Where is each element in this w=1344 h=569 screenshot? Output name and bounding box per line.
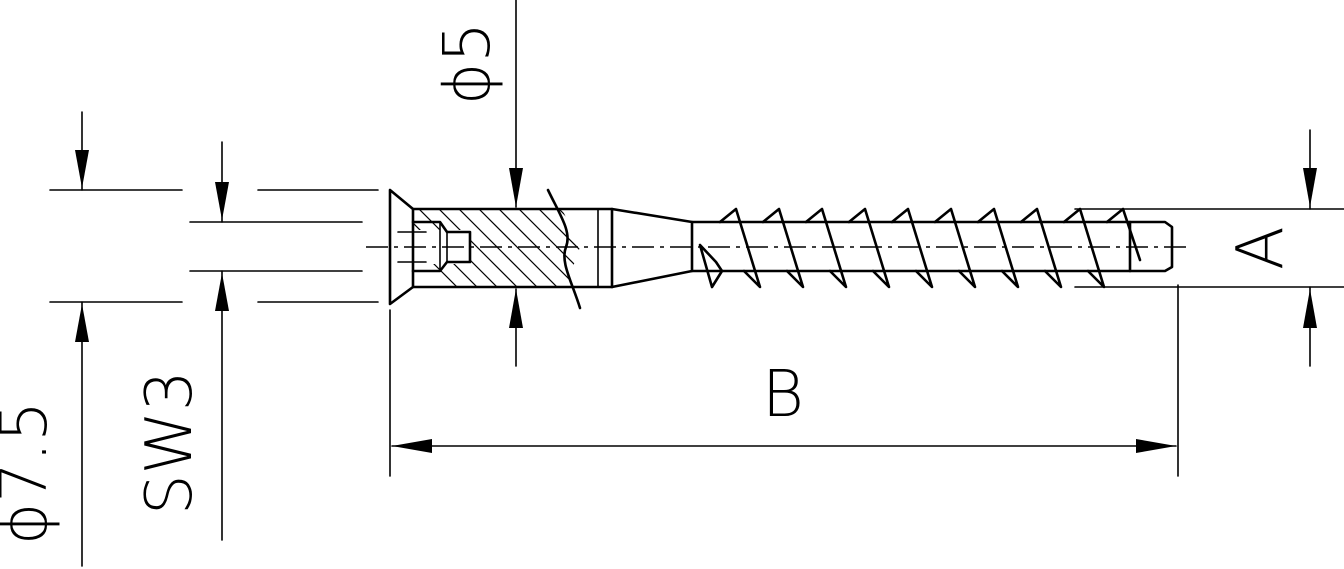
thread-core — [690, 220, 1174, 273]
head-diameter-label: ϕ7.5 — [0, 401, 62, 545]
dimension-b-label: B — [762, 358, 804, 432]
socket-size-label: SW3 — [133, 370, 207, 515]
head-diameter-dimension: ϕ7.5 — [0, 111, 183, 567]
socket-size-dimension: SW3 — [133, 141, 363, 541]
shank-diameter-label: ϕ5 — [431, 22, 505, 105]
dimension-a: A — [1074, 129, 1344, 367]
dimension-a-label: A — [1224, 226, 1298, 270]
hex-socket — [411, 220, 472, 273]
screw — [388, 188, 1174, 310]
thread-flights — [698, 207, 1142, 289]
shank-diameter-dimension: ϕ5 — [431, 0, 523, 367]
dimension-b: B — [389, 284, 1179, 477]
